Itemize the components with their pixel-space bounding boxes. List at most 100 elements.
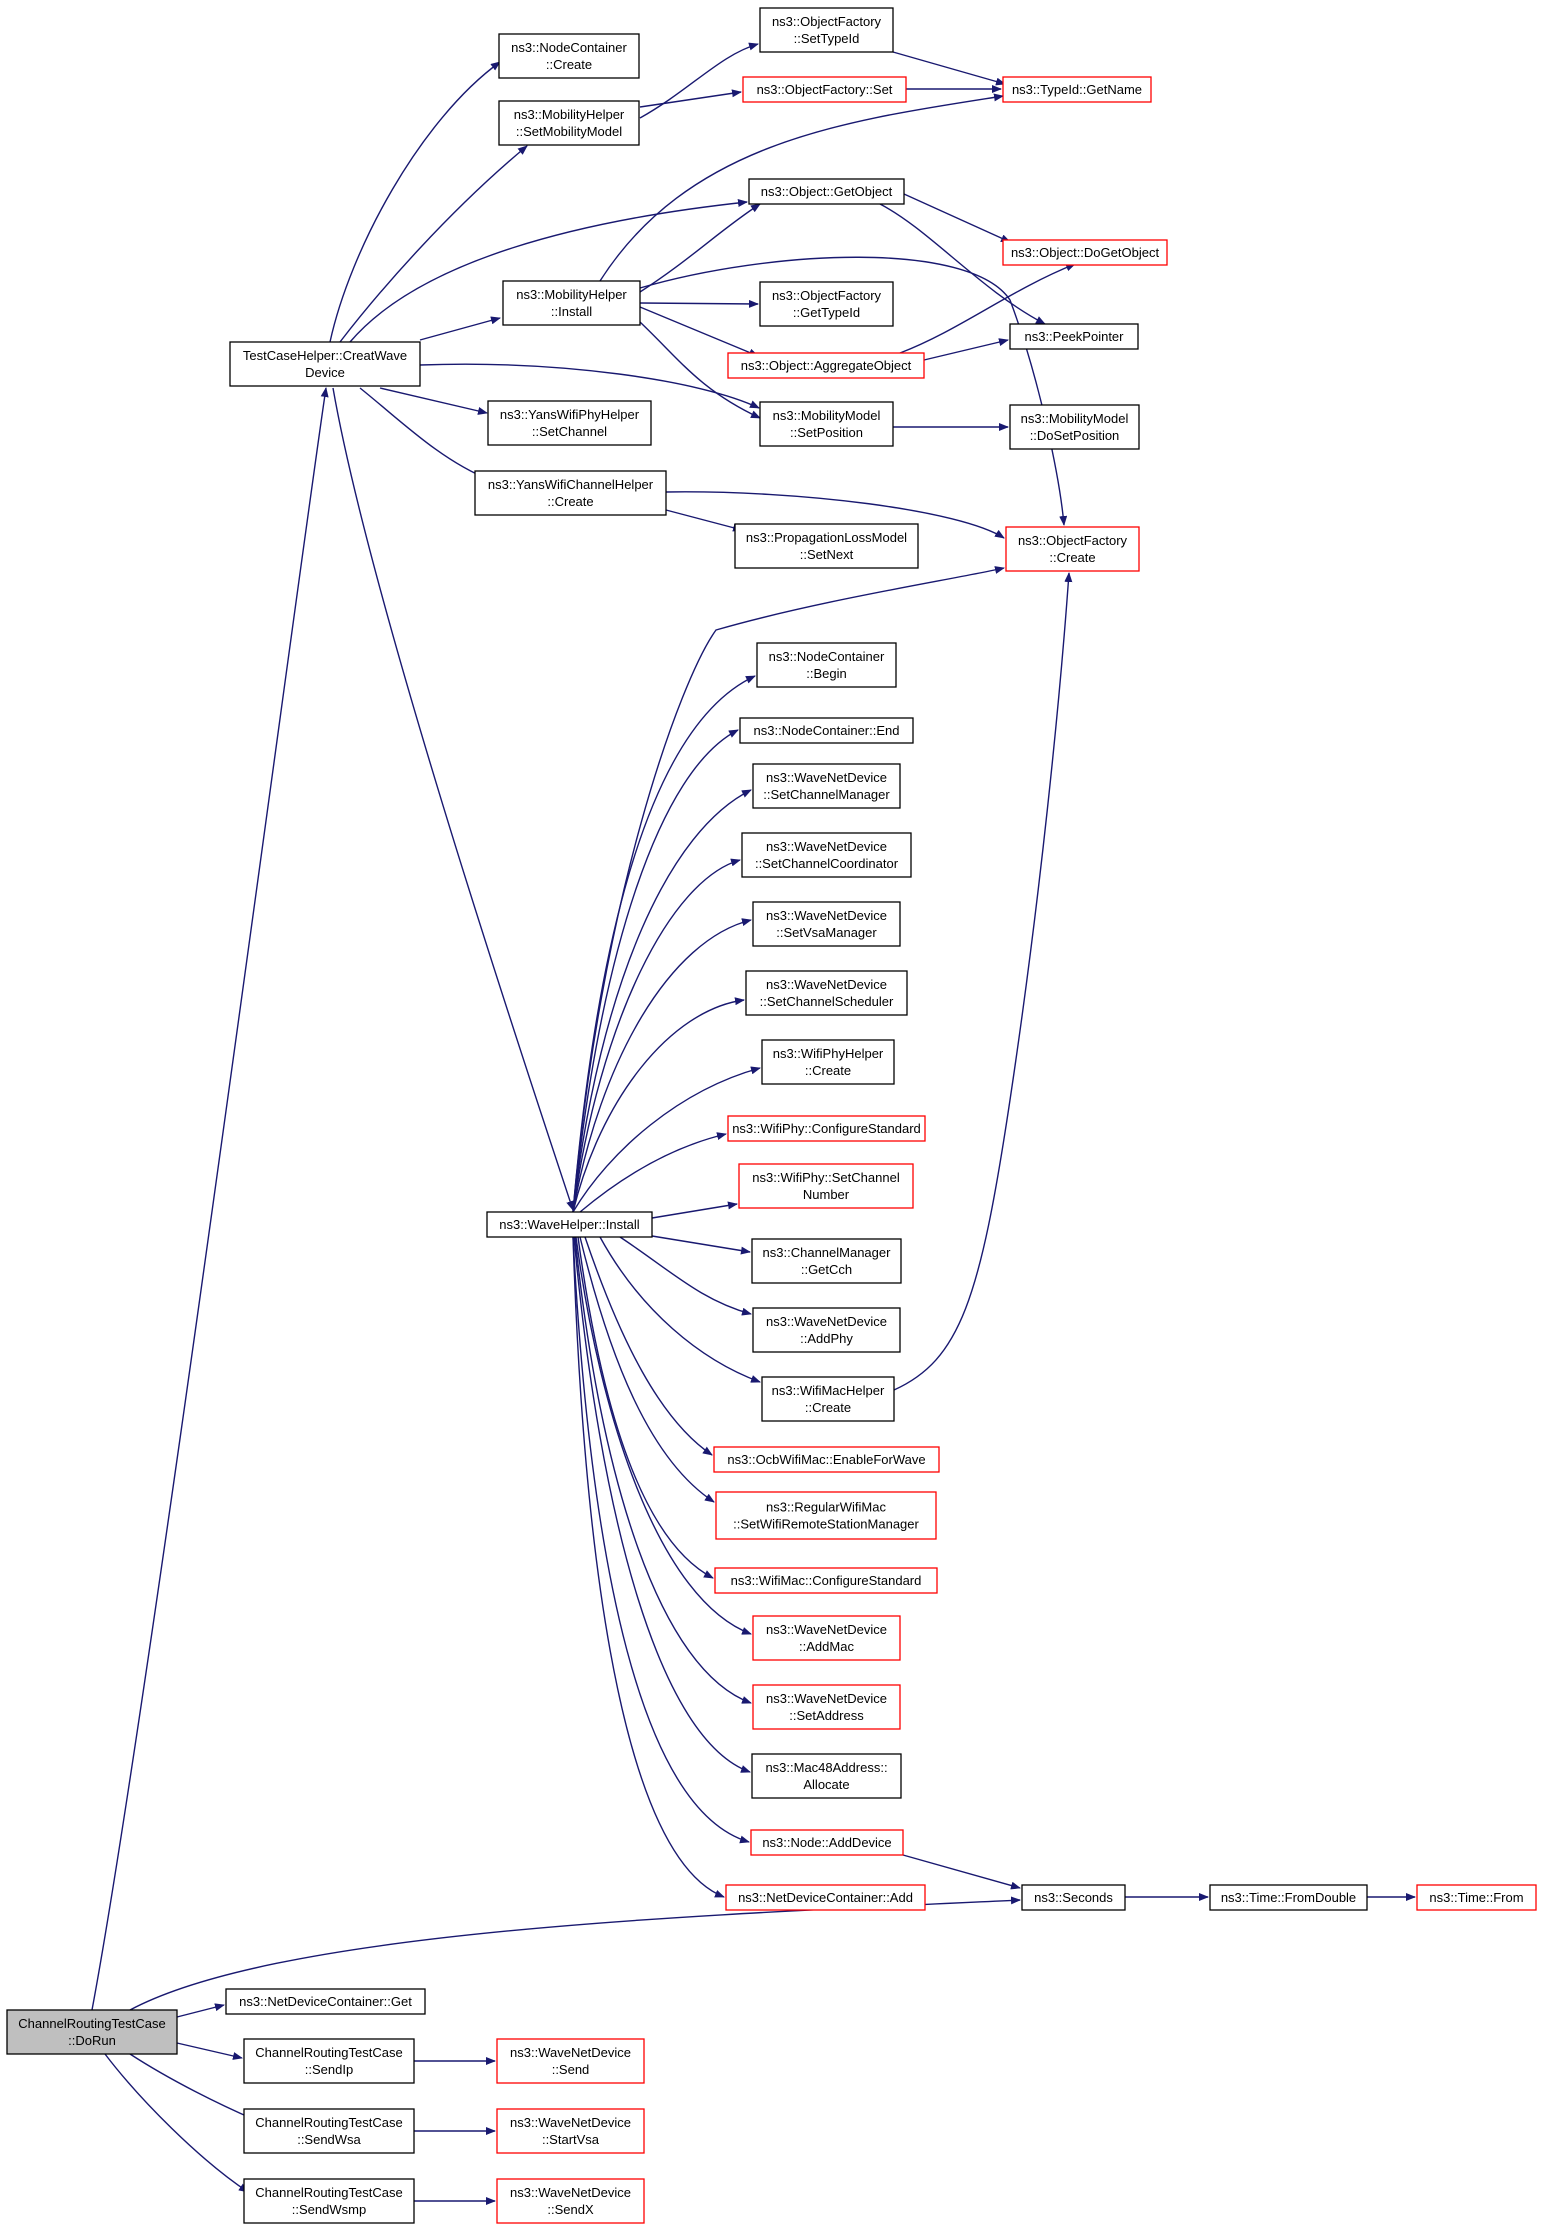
node-box (738, 1163, 914, 1209)
node-wnd_addmac[interactable]: ns3::WaveNetDevice::AddMac (752, 1615, 901, 1661)
node-label-line: ns3::YansWifiChannelHelper (488, 477, 654, 492)
edge-dorun-to-creatwave (91, 387, 329, 2011)
edge-dorun-to-crt_sendwsa (129, 2053, 261, 2123)
node-rwm_setrsm[interactable]: ns3::RegularWifiMac::SetWifiRemoteStatio… (715, 1491, 937, 1540)
node-box (727, 352, 925, 379)
node-yans_ch_create[interactable]: ns3::YansWifiChannelHelper::Create (474, 470, 667, 516)
node-label-line: ns3::ObjectFactory (1018, 533, 1128, 548)
node-yans_phy_setchannel[interactable]: ns3::YansWifiPhyHelper::SetChannel (487, 400, 652, 446)
node-mh_install[interactable]: ns3::MobilityHelper::Install (502, 280, 641, 326)
node-label-line: ChannelRoutingTestCase (255, 2185, 402, 2200)
node-label-line: TestCaseHelper::CreatWave (243, 348, 407, 363)
node-crt_sendip[interactable]: ChannelRoutingTestCase::SendIp (243, 2038, 415, 2084)
node-time_from[interactable]: ns3::Time::From (1416, 1884, 1537, 1911)
node-box (1002, 239, 1168, 266)
node-node_adddevice[interactable]: ns3::Node::AddDevice (750, 1829, 904, 1856)
node-label-line: ns3::ChannelManager (763, 1245, 892, 1260)
edge-wavehelper_install-to-wphy_setchnum (651, 1201, 738, 1219)
node-seconds[interactable]: ns3::Seconds (1021, 1884, 1126, 1911)
node-box (750, 1829, 904, 1856)
node-box (751, 1753, 902, 1799)
node-wnd_setvsa[interactable]: ns3::WaveNetDevice::SetVsaManager (752, 901, 901, 947)
node-wmh_create[interactable]: ns3::WifiMacHelper::Create (761, 1376, 895, 1422)
node-ocb_enablewave[interactable]: ns3::OcbWifiMac::EnableForWave (713, 1446, 940, 1473)
node-label-line: ns3::ObjectFactory::Set (757, 82, 893, 97)
node-label-line: ::GetTypeId (793, 305, 860, 320)
node-box (243, 2038, 415, 2084)
node-wnd_setchcoord[interactable]: ns3::WaveNetDevice::SetChannelCoordinato… (741, 832, 912, 878)
edge-creatwave-to-wavehelper_install (332, 387, 574, 1211)
node-wnd_setaddr[interactable]: ns3::WaveNetDevice::SetAddress (752, 1684, 901, 1730)
node-label-line: ns3::WaveNetDevice (766, 770, 887, 785)
node-wnd_send[interactable]: ns3::WaveNetDevice::Send (496, 2038, 645, 2084)
node-wmac_configstd[interactable]: ns3::WifiMac::ConfigureStandard (714, 1567, 938, 1594)
node-box (487, 400, 652, 446)
node-box (752, 1307, 901, 1353)
node-wnd_setchmgr[interactable]: ns3::WaveNetDevice::SetChannelManager (752, 763, 901, 809)
edge-dorun-to-ndc_get (176, 2003, 225, 2018)
node-box (1009, 323, 1139, 350)
node-box (502, 280, 641, 326)
node-label-line: ns3::Time::FromDouble (1221, 1890, 1356, 1905)
node-obj_aggregate[interactable]: ns3::Object::AggregateObject (727, 352, 925, 379)
node-label-line: ::SetNext (800, 547, 854, 562)
node-mh_setmob[interactable]: ns3::MobilityHelper::SetMobilityModel (498, 100, 640, 146)
edge-yans_ch_create-to-of_create (665, 491, 1005, 539)
node-label-line: ns3::PeekPointer (1024, 329, 1124, 344)
node-box (713, 1446, 940, 1473)
edge-wavehelper_install-to-wph_create (572, 1066, 761, 1213)
edge-mh_install-to-mm_setposition (639, 321, 761, 419)
node-mm_dosetposition[interactable]: ns3::MobilityModel::DoSetPosition (1009, 404, 1140, 450)
node-box (714, 1567, 938, 1594)
node-wavehelper_install[interactable]: ns3::WaveHelper::Install (486, 1211, 653, 1238)
node-label-line: ns3::WifiPhyHelper (773, 1046, 884, 1061)
node-wnd_startvsa[interactable]: ns3::WaveNetDevice::StartVsa (496, 2108, 645, 2154)
node-ndc_add[interactable]: ns3::NetDeviceContainer::Add (725, 1884, 926, 1911)
node-peekpointer[interactable]: ns3::PeekPointer (1009, 323, 1139, 350)
node-crt_sendwsa[interactable]: ChannelRoutingTestCase::SendWsa (243, 2108, 415, 2154)
node-label-line: ns3::MobilityModel (773, 408, 881, 423)
node-label-line: ns3::WifiPhy::SetChannel (752, 1170, 900, 1185)
node-chmgr_getcch[interactable]: ns3::ChannelManager::GetCch (751, 1238, 902, 1284)
node-label-line: ::SetChannel (532, 424, 607, 439)
node-of_gettypeid[interactable]: ns3::ObjectFactory::GetTypeId (759, 281, 894, 327)
node-box (1416, 1884, 1537, 1911)
node-wnd_setchsched[interactable]: ns3::WaveNetDevice::SetChannelScheduler (745, 970, 908, 1016)
node-of_create[interactable]: ns3::ObjectFactory::Create (1005, 526, 1140, 572)
node-mac48_alloc[interactable]: ns3::Mac48Address::Allocate (751, 1753, 902, 1799)
node-label-line: ns3::NetDeviceContainer::Add (738, 1890, 913, 1905)
node-nc_begin[interactable]: ns3::NodeContainer::Begin (756, 642, 897, 688)
node-label-line: ::Create (805, 1400, 851, 1415)
edge-creatwave-to-obj_getobject (349, 198, 748, 343)
node-wph_create[interactable]: ns3::WifiPhyHelper::Create (761, 1039, 895, 1085)
node-wphy_configstd[interactable]: ns3::WifiPhy::ConfigureStandard (727, 1115, 926, 1142)
node-label-line: ns3::Mac48Address:: (765, 1760, 887, 1775)
edge-wavehelper_install-to-node_adddevice (572, 1236, 750, 1844)
node-nc_create[interactable]: ns3::NodeContainer::Create (498, 33, 640, 79)
node-nc_end[interactable]: ns3::NodeContainer::End (739, 717, 914, 744)
node-ndc_get[interactable]: ns3::NetDeviceContainer::Get (225, 1988, 426, 2015)
node-obj_dogetobject[interactable]: ns3::Object::DoGetObject (1002, 239, 1168, 266)
node-dorun[interactable]: ChannelRoutingTestCase::DoRun (6, 2009, 178, 2055)
edge-wavehelper_install-to-chmgr_getcch (651, 1235, 751, 1255)
node-label-line: ::SendIp (305, 2062, 353, 2077)
node-mm_setposition[interactable]: ns3::MobilityModel::SetPosition (759, 401, 894, 447)
node-time_fromdouble[interactable]: ns3::Time::FromDouble (1209, 1884, 1368, 1911)
node-of_set[interactable]: ns3::ObjectFactory::Set (742, 76, 907, 103)
node-crt_sendwsmp[interactable]: ChannelRoutingTestCase::SendWsmp (243, 2178, 415, 2224)
node-plm_setnext[interactable]: ns3::PropagationLossModel::SetNext (734, 523, 919, 569)
node-wnd_addphy[interactable]: ns3::WaveNetDevice::AddPhy (752, 1307, 901, 1353)
edge-wavehelper_install-to-wnd_addphy (619, 1236, 752, 1316)
node-of_settypeid[interactable]: ns3::ObjectFactory::SetTypeId (759, 7, 894, 53)
node-label-line: ::SetWifiRemoteStationManager (733, 1517, 919, 1532)
node-label-line: ::SetChannelCoordinator (755, 856, 899, 871)
node-box (752, 763, 901, 809)
node-typeid_getname[interactable]: ns3::TypeId::GetName (1002, 76, 1152, 103)
node-label-line: Device (305, 365, 345, 380)
node-label-line: ns3::WaveNetDevice (766, 1622, 887, 1637)
node-label-line: ns3::Seconds (1034, 1890, 1113, 1905)
node-obj_getobject[interactable]: ns3::Object::GetObject (748, 178, 905, 205)
node-wnd_sendx[interactable]: ns3::WaveNetDevice::SendX (496, 2178, 645, 2224)
